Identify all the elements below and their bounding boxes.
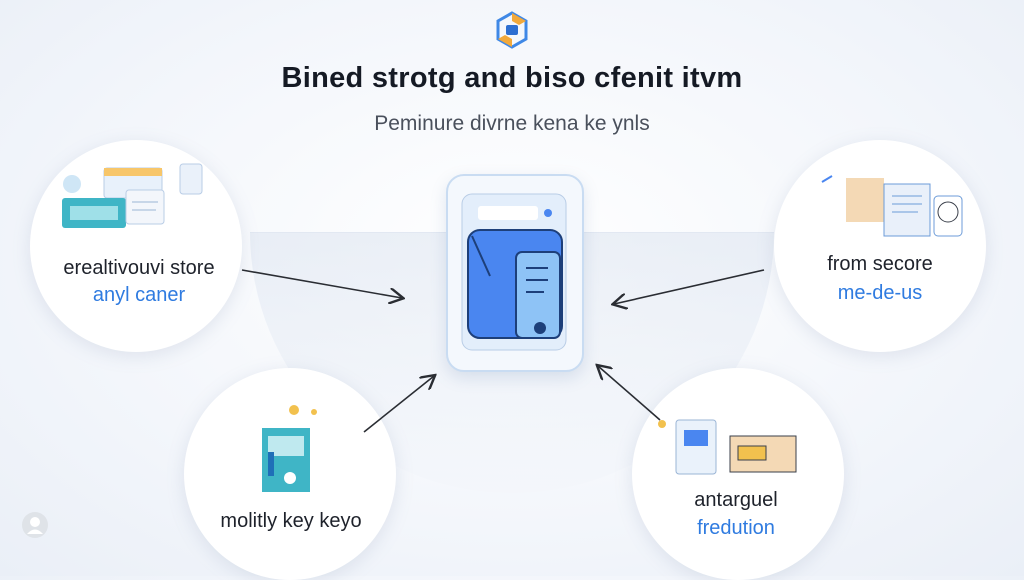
node-top-left-label: erealtivouvi store: [63, 257, 215, 279]
node-top-right-label: from secore: [827, 253, 933, 275]
node-top-right-sublabel: me-de-us: [837, 282, 923, 304]
node-top-left-sublabel: anyl caner: [92, 284, 186, 306]
card-reader-icon: [658, 419, 797, 475]
storage-box-icon: [262, 405, 317, 492]
document-screen-icon: [821, 175, 963, 237]
dashboard-screens-icon: [62, 163, 203, 228]
node-top-right: [774, 140, 986, 352]
hexagon-logo-icon: [496, 11, 528, 49]
node-bottom-right: [632, 368, 844, 580]
page-title: Bined strotg and biso cfenit itvm: [281, 62, 743, 94]
arrow-top-right-to-center: [614, 269, 765, 304]
node-bottom-right-label: antarguel: [694, 489, 778, 511]
node-bottom-left-label: molitly key keyo: [220, 510, 362, 532]
arrow-bottom-left-to-center: [363, 376, 434, 433]
user-avatar-icon[interactable]: [22, 512, 48, 538]
arrow-bottom-right-to-center: [598, 366, 661, 421]
arrow-top-left-to-center: [241, 269, 402, 298]
page-subtitle: Peminure divrne kena ke ynls: [374, 112, 650, 135]
node-bottom-right-sublabel: fredution: [697, 517, 775, 539]
